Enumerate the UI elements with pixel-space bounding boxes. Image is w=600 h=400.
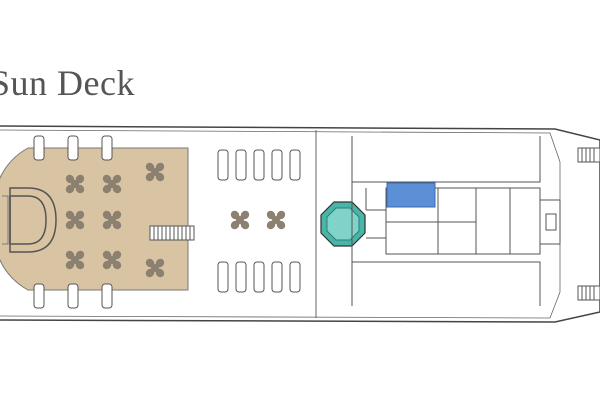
sun-loungers-top	[217, 149, 301, 181]
lounge-stairs-icon	[149, 225, 195, 241]
jacuzzi-icon	[320, 201, 366, 247]
superstructure	[351, 136, 561, 306]
bar-counter	[2, 187, 57, 253]
sun-loungers-bottom	[217, 261, 301, 293]
bow-stairs-top	[577, 147, 600, 163]
lounge-loungers-bottom	[33, 283, 113, 309]
lounge-loungers-top	[33, 135, 113, 161]
lounge-area	[0, 147, 189, 291]
deck-title: Sun Deck	[0, 63, 135, 103]
bow-stairs-bottom	[577, 285, 600, 301]
highlighted-room	[386, 182, 436, 208]
